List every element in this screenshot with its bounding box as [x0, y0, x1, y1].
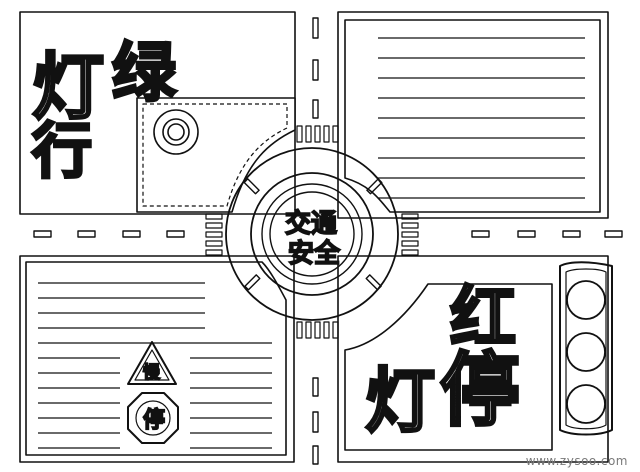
bottom-right-char-2: 灯 [365, 360, 435, 442]
lens-icon [153, 109, 199, 155]
top-left-panel [19, 11, 296, 215]
writing-lines-right [190, 357, 272, 449]
top-right-panel [337, 11, 609, 219]
watermark: www.zysoo.com [525, 454, 628, 468]
writing-lines-left [38, 357, 120, 449]
top-right-frame [337, 11, 609, 219]
bottom-right-frame [337, 255, 609, 463]
crosswalk-bottom [296, 321, 339, 339]
crosswalk-right [401, 213, 419, 256]
center-line-1: 交通 [285, 208, 337, 239]
writing-lines [378, 37, 585, 199]
bottom-right-char-1: 红 [450, 279, 516, 356]
writing-lines-upper [38, 282, 272, 344]
bottom-right-panel [337, 255, 613, 463]
crosswalk-top [296, 125, 339, 143]
bottom-left-panel [19, 255, 295, 463]
top-left-char-1: 灯 [32, 45, 104, 129]
center-line-2: 安全 [288, 238, 341, 269]
bottom-right-char-3: 停 [440, 344, 520, 437]
crosswalk-left [205, 213, 223, 256]
roundabout [225, 147, 399, 321]
slow-sign-icon [127, 341, 177, 385]
top-left-char-3: 行 [32, 117, 92, 187]
slow-sign-text: 慢 [143, 362, 161, 383]
stop-sign-icon [127, 392, 179, 444]
road-markings [33, 17, 623, 465]
bottom-left-frame [19, 255, 295, 463]
traffic-light-icon [559, 261, 613, 436]
top-left-char-2: 绿 [112, 37, 177, 111]
stop-sign-text: 停 [143, 407, 165, 433]
